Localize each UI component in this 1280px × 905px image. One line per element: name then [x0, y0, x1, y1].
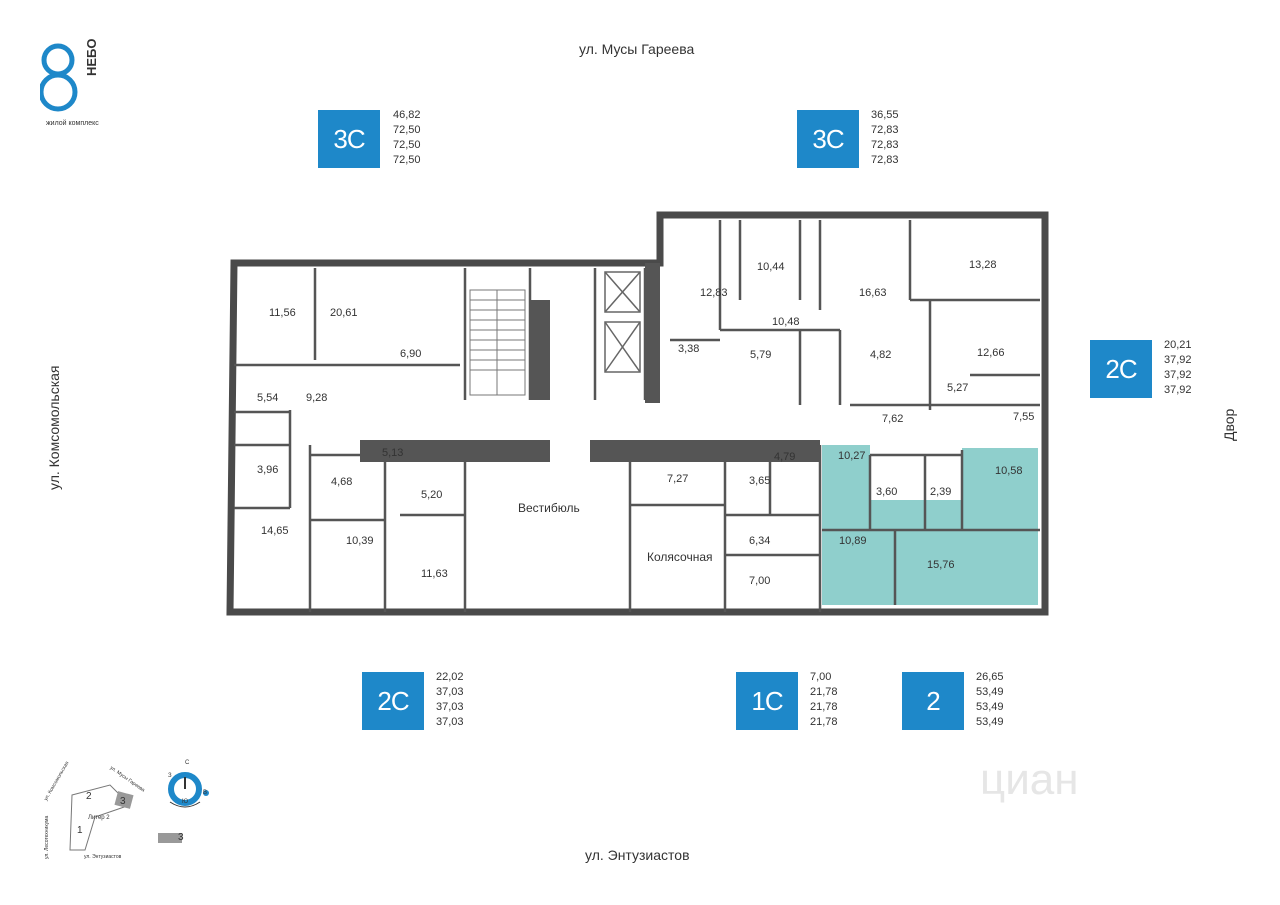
- logo-eight-icon: [40, 43, 78, 112]
- room-area: 7,55: [1013, 411, 1035, 423]
- vestibule-label: Вестибюль: [518, 501, 580, 515]
- street-left: ул. Комсомольская: [46, 365, 62, 490]
- logo-word: НЕБО: [84, 38, 99, 76]
- room-area: 15,76: [927, 559, 955, 571]
- room-area: 12,66: [977, 347, 1005, 359]
- room-area: 10,39: [346, 535, 374, 547]
- room-area: 20,61: [330, 307, 358, 319]
- site-building-1: 1: [77, 825, 83, 836]
- room-area: 5,27: [947, 382, 969, 394]
- room-area: 6,34: [749, 535, 771, 547]
- site-liter: Литер 2: [88, 815, 110, 821]
- watermark: циан: [980, 755, 1079, 804]
- logo: НЕБО жилой комплекс: [40, 38, 120, 132]
- site-building-3: 3: [120, 796, 126, 807]
- compass-east: В: [203, 790, 208, 796]
- core-walls: [360, 263, 820, 462]
- room-area: 5,54: [257, 392, 279, 404]
- room-area: 5,13: [382, 447, 404, 459]
- unit-badge-2c-right[interactable]: 2С: [1090, 340, 1152, 398]
- inner-walls: [234, 220, 1040, 612]
- room-area: 2,39: [930, 486, 952, 498]
- elevators: [604, 271, 641, 373]
- room-area: 3,38: [678, 343, 700, 355]
- unit-badge-3c-right[interactable]: 3С: [797, 110, 859, 168]
- site-street-entuziastov: ул. Энтузиастов: [84, 854, 122, 860]
- room-area: 10,27: [838, 450, 866, 462]
- room-area: 9,28: [306, 392, 328, 404]
- room-area: 10,48: [772, 316, 800, 328]
- room-area: 7,62: [882, 413, 904, 425]
- room-area: 7,00: [749, 575, 771, 587]
- room-area: 4,79: [774, 451, 796, 463]
- room-area: 13,28: [969, 259, 997, 271]
- room-area: 16,63: [859, 287, 887, 299]
- unit-badge-1c[interactable]: 1С: [736, 672, 798, 730]
- room-area: 11,63: [421, 568, 448, 580]
- compass-south: Ю: [182, 799, 189, 805]
- room-area: 3,60: [876, 486, 898, 498]
- room-area: 6,90: [400, 348, 422, 360]
- compass-north: С: [185, 760, 190, 766]
- compass-west: З: [168, 773, 172, 779]
- unit-badge-2[interactable]: 2: [902, 672, 964, 730]
- room-area: 5,20: [421, 489, 443, 501]
- site-legend-num: 3: [178, 832, 184, 843]
- room-area: 5,79: [750, 349, 772, 361]
- stroller-room-label: Колясочная: [647, 550, 713, 564]
- street-right: Двор: [1221, 408, 1237, 441]
- unit-badge-3c-left[interactable]: 3С: [318, 110, 380, 168]
- site-map-drawing: [69, 784, 182, 851]
- room-area: 10,89: [839, 535, 867, 547]
- room-area: 10,58: [995, 465, 1023, 477]
- outer-walls: [226, 211, 1049, 616]
- compass-icon: [168, 772, 209, 808]
- street-top: ул. Мусы Гареева: [579, 41, 695, 57]
- room-area: 3,65: [749, 475, 771, 487]
- site-map: ул. Комсомольская ул. Мусы Гареева ул. Л…: [40, 755, 230, 865]
- room-area: 3,96: [257, 464, 279, 476]
- room-area: 4,68: [331, 476, 353, 488]
- room-area: 10,44: [757, 261, 785, 273]
- stairs: [469, 289, 526, 396]
- room-area: 7,27: [667, 473, 689, 485]
- site-building-2: 2: [86, 791, 92, 802]
- room-area: 4,82: [870, 349, 892, 361]
- logo-tagline: жилой комплекс: [46, 120, 99, 127]
- unit-badge-2c-bottom[interactable]: 2С: [362, 672, 424, 730]
- room-area: 12,83: [700, 287, 728, 299]
- street-bottom: ул. Энтузиастов: [585, 847, 690, 863]
- room-area: 11,56: [269, 307, 296, 319]
- site-street-lesotekhnikuma: ул. Лесотехникума: [44, 815, 50, 859]
- room-area: 14,65: [261, 525, 289, 537]
